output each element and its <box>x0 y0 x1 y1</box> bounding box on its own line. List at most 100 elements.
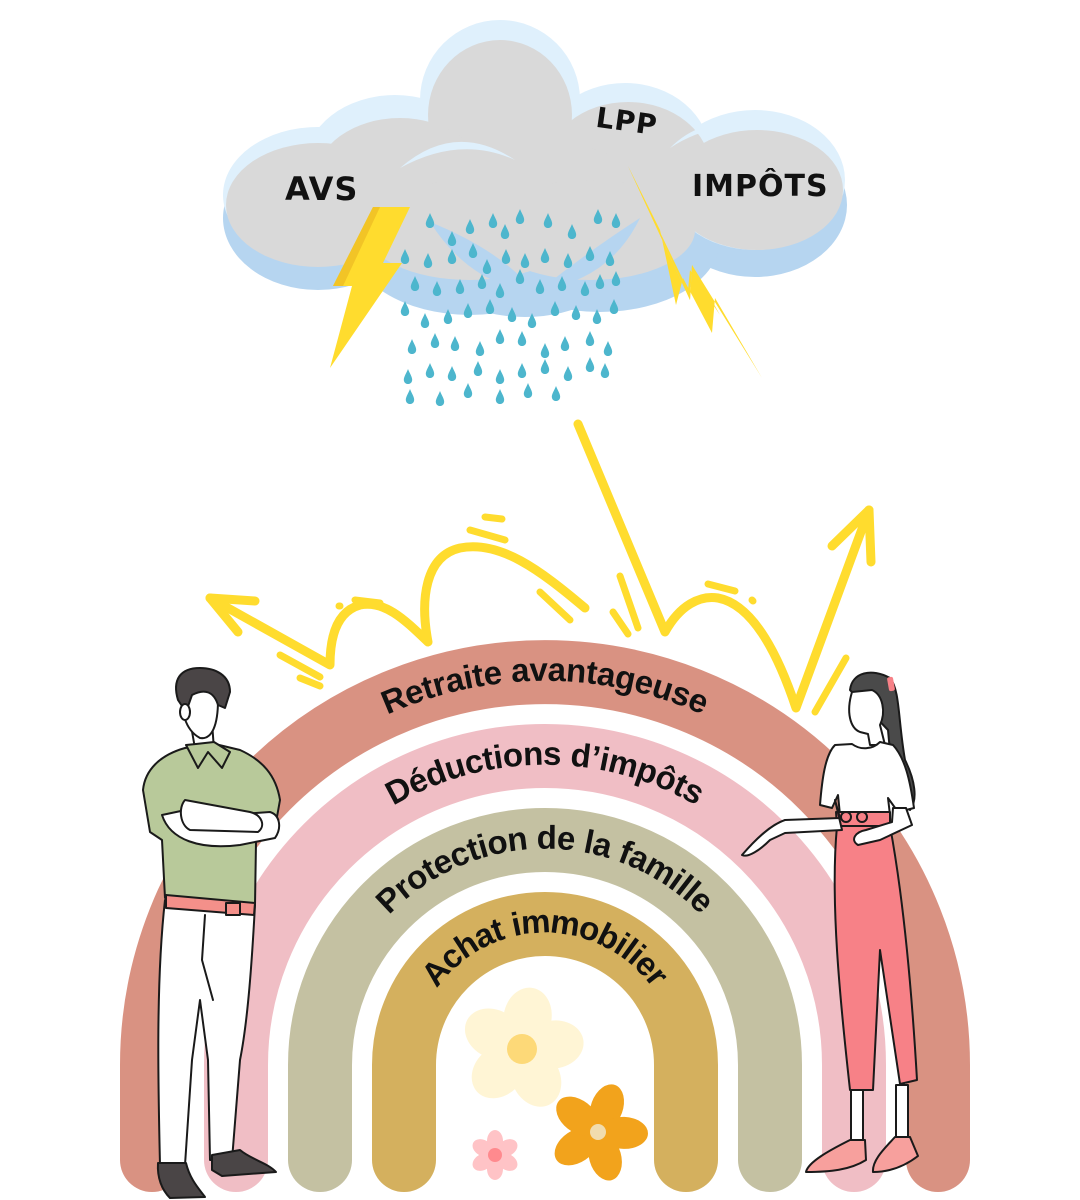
rain-drop-icon <box>450 336 460 351</box>
rain-drop-icon <box>455 279 465 294</box>
rain-drop-icon <box>571 305 581 320</box>
rain-drop-icon <box>563 253 573 268</box>
rain-drop-icon <box>482 259 492 274</box>
man-ear <box>179 703 191 721</box>
rain-drop-icon <box>515 269 525 284</box>
rain-drop-icon <box>495 329 505 344</box>
cloud-inner-highlight <box>670 123 740 148</box>
rain-drop-icon <box>423 253 433 268</box>
woman-face <box>848 689 886 746</box>
rain-drop-icon <box>410 276 420 291</box>
rain-drop-icon <box>447 249 457 264</box>
cloud-label-avs: AVS <box>285 170 358 208</box>
woman-arm-hip <box>853 807 913 846</box>
rain-drop-icon <box>557 276 567 291</box>
motion-line <box>351 596 384 607</box>
rain-drop-icon <box>550 301 560 316</box>
arrow-path <box>205 542 590 670</box>
man-shoe-left <box>156 1162 206 1199</box>
rain-drop-icon <box>403 369 413 384</box>
rain-drop-icon <box>495 389 505 404</box>
rain-drop-icon <box>551 386 561 401</box>
cloud-inner-highlight <box>400 141 515 168</box>
man-collar <box>185 741 231 769</box>
rain-drop-icon <box>485 299 495 314</box>
rain-drop-icon <box>567 224 577 239</box>
rain-drop-icon <box>443 309 453 324</box>
rain-drop-icon <box>435 391 445 406</box>
rain-drop-icon <box>535 279 545 294</box>
rain-drop-icon <box>600 363 610 378</box>
rain-drop-icon <box>495 369 505 384</box>
motion-line <box>536 588 574 624</box>
cloud-inner-shadow <box>430 222 535 292</box>
man-pants-seam <box>201 914 214 1001</box>
arrow-head-icon <box>827 505 876 567</box>
lightning-bolt-left-icon <box>330 207 410 368</box>
rain-drop-icon <box>475 341 485 356</box>
rain-drop-icon <box>540 359 550 374</box>
cloud-label-impots: IMPÔTS <box>692 167 829 204</box>
woman-bow <box>840 811 852 823</box>
rain-drop-icon <box>468 243 478 258</box>
man-figure <box>142 667 281 1199</box>
rain-drop-icon <box>523 383 533 398</box>
rain-drop-icon <box>603 341 613 356</box>
rain-drop-icon <box>501 249 511 264</box>
man-hair <box>175 667 231 713</box>
arrow-head-icon <box>205 593 260 637</box>
rain-drop-icon <box>543 213 553 228</box>
rain-drop-icon <box>425 213 435 228</box>
rain-drop-icon <box>540 343 550 358</box>
rain-drops <box>400 209 621 406</box>
rain-drop-icon <box>465 219 475 234</box>
man-shoe-right <box>211 1149 277 1177</box>
rain-drop-icon <box>463 383 473 398</box>
woman-ankle <box>850 1089 864 1141</box>
woman-hair-tie <box>887 676 895 692</box>
rain-drop-icon <box>430 333 440 348</box>
rain-drop-icon <box>563 366 573 381</box>
rain-drop-icon <box>595 274 605 289</box>
rain-drop-icon <box>517 363 527 378</box>
rain-drop-icon <box>520 253 530 268</box>
rain-drop-icon <box>540 248 550 263</box>
rain-drop-icon <box>515 209 525 224</box>
motion-line <box>276 651 324 681</box>
rain-drop-icon <box>500 224 510 239</box>
woman-bow <box>856 811 868 823</box>
rainbow-band-protection <box>288 808 802 1192</box>
woman-figure <box>741 671 919 1173</box>
motion-line <box>748 596 757 605</box>
motion-line <box>704 580 739 595</box>
rainbow-band-deductions <box>204 724 886 1192</box>
woman-top <box>819 741 915 816</box>
arrow-path <box>573 419 874 713</box>
bounce-arrow-right <box>573 419 876 716</box>
rain-drop-icon <box>488 213 498 228</box>
woman-shoe-right <box>871 1136 919 1173</box>
storm-cloud: AVS LPP IMPÔTS <box>223 20 847 317</box>
rain-drop-icon <box>585 246 595 261</box>
rainbow-band-achat <box>372 892 718 1192</box>
rain-drop-icon <box>611 271 621 286</box>
motion-line <box>481 513 506 523</box>
rain-drop-icon <box>432 281 442 296</box>
rain-drop-icon <box>593 209 603 224</box>
rain-drop-icon <box>447 366 457 381</box>
rain-drop-icon <box>420 313 430 328</box>
rain-drop-icon <box>463 303 473 318</box>
motion-line <box>811 654 850 716</box>
man-belt-buckle <box>225 902 241 916</box>
rain-drop-icon <box>400 249 410 264</box>
rain-drop-icon <box>405 389 415 404</box>
rain-drop-icon <box>517 331 527 346</box>
woman-pants <box>833 825 918 1091</box>
motion-line <box>466 526 509 544</box>
flower-cream-icon <box>464 987 584 1107</box>
rain-drop-icon <box>585 331 595 346</box>
rain-drop-icon <box>609 299 619 314</box>
bounce-arrow-left <box>205 513 590 690</box>
rain-drop-icon <box>611 213 621 228</box>
rain-drop-icon <box>592 309 602 324</box>
